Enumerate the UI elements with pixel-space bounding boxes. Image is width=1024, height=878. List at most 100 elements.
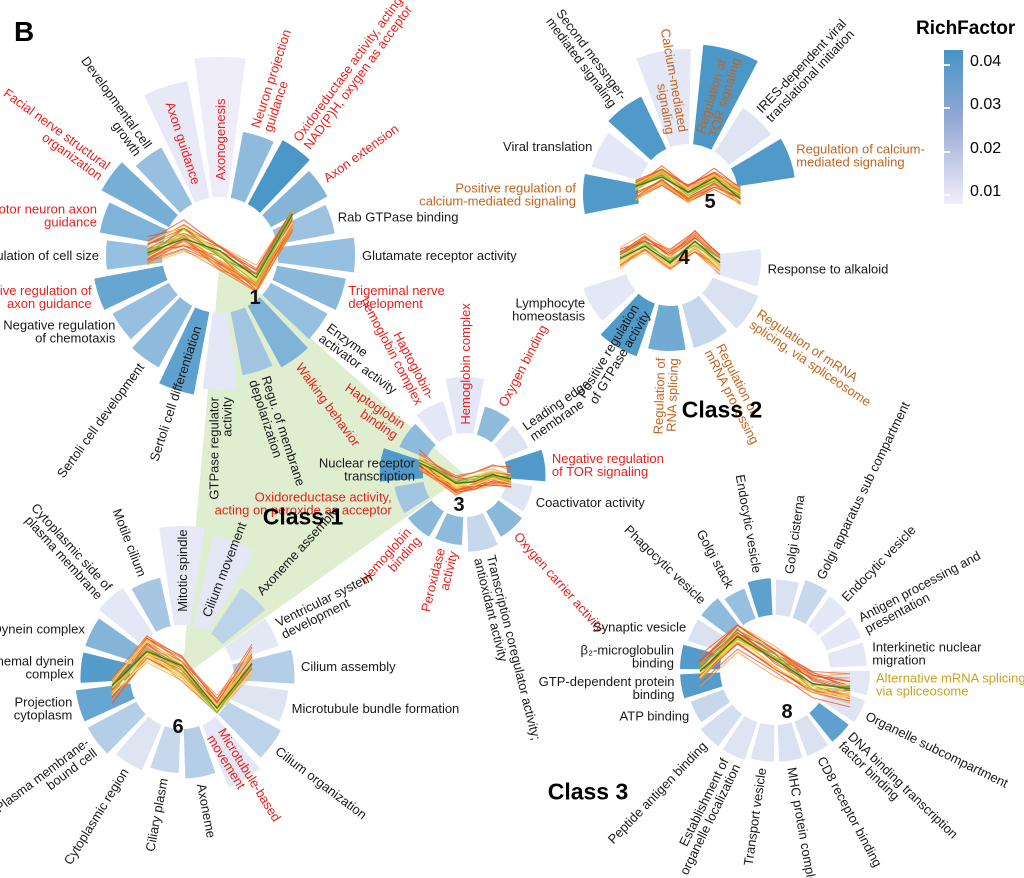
cluster-plot-line <box>619 240 721 264</box>
term-wedge <box>194 56 246 198</box>
cluster-plot-line <box>418 462 512 484</box>
class-2-label: Class 2 <box>681 396 763 423</box>
term-wedge <box>202 716 260 788</box>
cluster-plot-line <box>147 228 293 285</box>
term-label: Regulation of mRNAsplicing, via spliceos… <box>747 306 881 409</box>
term-wedge <box>636 49 691 148</box>
cluster-plot-line <box>111 635 253 696</box>
term-label: Mitotic spindle <box>175 529 190 611</box>
term-label: Second messnger-mediated signaling <box>543 6 631 110</box>
term-label: Plasma membrane-bound cell <box>0 734 99 825</box>
cluster-plot-line <box>699 648 851 708</box>
term-label: Transport vesicle <box>740 767 769 867</box>
term-wedge <box>224 618 279 662</box>
term-wedge <box>777 722 803 762</box>
cluster-plot-line <box>635 170 741 195</box>
cluster-number: 8 <box>781 701 792 723</box>
term-label: MHC protein complex <box>785 766 822 878</box>
term-wedge <box>690 689 731 723</box>
term-wedge <box>159 525 205 626</box>
term-wedge <box>504 449 546 482</box>
term-label: Rab GTPase binding <box>338 209 459 224</box>
term-label: Cilium organization <box>273 743 370 822</box>
term-label: Oxygen binding <box>495 322 550 409</box>
term-wedge <box>819 616 861 651</box>
term-label: GTPase regulatoractivity <box>206 396 234 499</box>
term-wedge <box>416 401 454 443</box>
term-wedge <box>722 715 758 761</box>
term-wedge <box>202 312 238 390</box>
term-wedge <box>714 108 771 165</box>
term-wedge <box>116 716 162 771</box>
legend-tick: 0.03 <box>970 96 1002 114</box>
term-label: Glutamate receptor activity <box>362 248 517 263</box>
term-wedge <box>144 81 210 203</box>
term-label: IRES-dependent viraltranslational initia… <box>753 16 858 125</box>
cluster-plot-line <box>699 651 851 704</box>
term-label: Microtubule bundle formation <box>292 701 460 716</box>
legend-tick: 0.02 <box>970 139 1002 157</box>
term-wedge <box>750 723 775 762</box>
cluster-number: 6 <box>172 716 183 738</box>
term-wedge <box>794 714 829 756</box>
term-label: Cilium assembly <box>301 659 396 674</box>
term-wedge <box>494 425 529 459</box>
term-wedge <box>681 295 728 348</box>
cluster-plot-line <box>111 659 253 714</box>
term-label: Peroxidaseactivity <box>417 546 460 616</box>
term-label: Regulation of cell size <box>0 248 99 263</box>
term-wedge <box>591 132 649 181</box>
term-wedge <box>583 174 639 214</box>
term-wedge <box>277 237 355 273</box>
term-wedge <box>466 512 498 552</box>
term-wedge <box>730 138 795 187</box>
term-label: Regulation of calcium-mediated signaling <box>796 141 925 169</box>
term-wedge <box>486 500 522 537</box>
class-3-label: Class 3 <box>547 778 629 805</box>
term-wedge <box>247 140 310 213</box>
term-label: Golgi stack <box>694 527 738 591</box>
term-label: Axon extension <box>320 121 401 185</box>
term-label: Dynein complex <box>0 621 85 636</box>
cluster-plot-line <box>619 235 721 260</box>
term-wedge <box>701 598 741 638</box>
term-wedge <box>272 265 346 310</box>
term-wedge <box>99 202 168 245</box>
term-wedge <box>183 726 216 779</box>
term-wedge <box>210 587 266 645</box>
panel-label: B <box>14 16 35 47</box>
term-label: Ciliary plasm <box>142 777 170 853</box>
term-label: Alternative mRNA splicing,via spliceosom… <box>876 670 1024 698</box>
cluster-plot-line <box>619 232 721 258</box>
term-label: Sertoli cell development <box>53 360 146 481</box>
cluster-plot-line <box>111 650 253 709</box>
term-wedge <box>247 297 308 368</box>
term-label: Axoneme <box>195 782 220 839</box>
term-wedge <box>827 642 867 668</box>
term-label: Hemoglobin complex <box>458 303 473 425</box>
term-wedge <box>828 670 870 696</box>
term-wedge <box>702 277 759 329</box>
term-wedge <box>101 162 178 228</box>
term-wedge <box>408 500 444 537</box>
cluster-number: 3 <box>453 494 464 516</box>
term-wedge <box>262 282 328 340</box>
term-wedge <box>230 131 274 203</box>
term-wedge <box>807 596 847 636</box>
term-wedge <box>218 701 281 758</box>
cluster-plot-line <box>418 454 512 481</box>
term-wedge <box>394 481 430 513</box>
cluster-plot-line <box>699 624 851 677</box>
term-label: Golgi apparatus sub compartment <box>813 399 912 582</box>
term-wedge <box>648 304 686 352</box>
